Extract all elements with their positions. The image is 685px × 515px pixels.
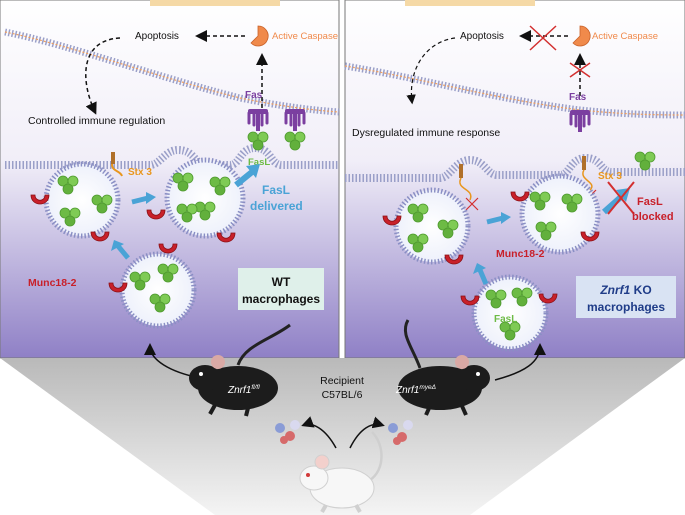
wt-box-line1: WT bbox=[272, 275, 291, 289]
left-fas-label: Fas bbox=[245, 90, 263, 101]
right-bone-marrow-cells-icon bbox=[388, 420, 413, 445]
left-stx3-coil-icon bbox=[111, 163, 123, 177]
transplant-left-arrow bbox=[301, 416, 337, 449]
right-stx3-anchor-2 bbox=[582, 156, 586, 170]
left-apoptosis-to-regulation-arrow bbox=[85, 37, 121, 115]
right-stx3-coil-icon-2 bbox=[582, 169, 593, 191]
right-block-cross-icon-2 bbox=[569, 62, 591, 78]
left-step-arrowhead bbox=[146, 192, 156, 204]
right-fasl-blocked-line1: FasL bbox=[637, 196, 663, 208]
left-regulation-label: Controlled immune regulation bbox=[28, 115, 165, 127]
wt-label-box bbox=[238, 268, 324, 310]
left-apoptosis-label: Apoptosis bbox=[135, 31, 179, 42]
left-delivery-arrowhead bbox=[246, 164, 260, 178]
left-stx3-label: Stx 3 bbox=[128, 167, 152, 178]
left-docking-vesicle bbox=[43, 161, 121, 239]
right-fasl-block-cross-icon bbox=[607, 181, 635, 215]
right-fas-label: Fas bbox=[569, 92, 587, 103]
target-membrane-left bbox=[4, 28, 340, 116]
right-step-arrowhead bbox=[501, 212, 511, 224]
mouse-left-label: Znrf1fl/fl bbox=[227, 384, 260, 396]
left-munc18-label: Munc18-2 bbox=[28, 277, 77, 289]
right-munc18-label: Munc18-2 bbox=[496, 248, 545, 260]
left-fasl-delivered-line2: delivered bbox=[250, 199, 303, 213]
right-block-cross-icon bbox=[529, 25, 557, 51]
macrophage-membrane-right bbox=[345, 153, 685, 182]
recipient-line2: C57BL/6 bbox=[322, 389, 363, 401]
ko-label-box bbox=[576, 276, 676, 318]
left-header-banner bbox=[150, 0, 280, 6]
left-fasl-delivered-line1: FasL bbox=[262, 183, 290, 197]
left-fusing-vesicle bbox=[164, 157, 246, 239]
right-stalled-vesicle bbox=[519, 173, 601, 255]
ko-box-line1: Znrf1 KO bbox=[599, 283, 651, 297]
left-upward-arrowhead bbox=[111, 240, 124, 251]
right-docking-vesicle bbox=[393, 187, 471, 265]
left-cytoplasm-vesicle bbox=[119, 251, 197, 329]
right-regulation-label: Dysregulated immune response bbox=[352, 127, 500, 139]
right-upward-arrowhead bbox=[473, 263, 486, 274]
right-active-caspase-label: Active Caspase bbox=[592, 31, 658, 42]
right-stx3-label: Stx 3 bbox=[598, 171, 622, 182]
projection-cone bbox=[0, 358, 685, 515]
right-cytoplasm-vesicle bbox=[471, 274, 549, 352]
left-fasl-label: FasL bbox=[248, 157, 270, 168]
right-stx3-block-icon bbox=[465, 197, 479, 211]
right-fasl-blocked-line2: blocked bbox=[632, 211, 674, 223]
left-stx3-anchor bbox=[111, 152, 115, 164]
macrophage-membrane-left bbox=[5, 143, 339, 169]
right-stx3-coil-icon bbox=[459, 177, 472, 201]
right-upward-arrow bbox=[477, 269, 489, 285]
transplant-right-arrow bbox=[349, 416, 385, 449]
right-apoptosis-to-response-arrow bbox=[406, 37, 456, 105]
donor-white-mouse bbox=[299, 431, 383, 513]
mouse-znrf1-flfl: Znrf1fl/fl bbox=[189, 323, 291, 417]
right-stx3-anchor bbox=[459, 164, 463, 178]
right-apoptosis-label: Apoptosis bbox=[460, 31, 504, 42]
recipient-line1: Recipient bbox=[320, 375, 364, 387]
ko-box-line2: macrophages bbox=[587, 300, 665, 314]
left-step-arrow bbox=[131, 195, 149, 205]
left-delivery-arrow bbox=[234, 169, 254, 188]
mouse-right-label: Znrf1myeΔ bbox=[395, 384, 436, 396]
right-step-arrow bbox=[486, 215, 504, 225]
right-delivery-arrow bbox=[602, 193, 624, 215]
mouse-znrf1-myedelta: Znrf1myeΔ bbox=[395, 319, 490, 416]
left-upward-arrow bbox=[116, 244, 130, 260]
target-membrane-right bbox=[344, 62, 685, 119]
right-vesicle-fasl-label: FasL bbox=[494, 314, 517, 325]
right-mouse-to-panel-arrow bbox=[494, 343, 546, 381]
left-active-caspase-label: Active Caspase bbox=[272, 31, 338, 42]
left-bone-marrow-cells-icon bbox=[275, 420, 300, 444]
wt-box-line2: macrophages bbox=[242, 292, 320, 306]
right-header-banner bbox=[405, 0, 535, 6]
